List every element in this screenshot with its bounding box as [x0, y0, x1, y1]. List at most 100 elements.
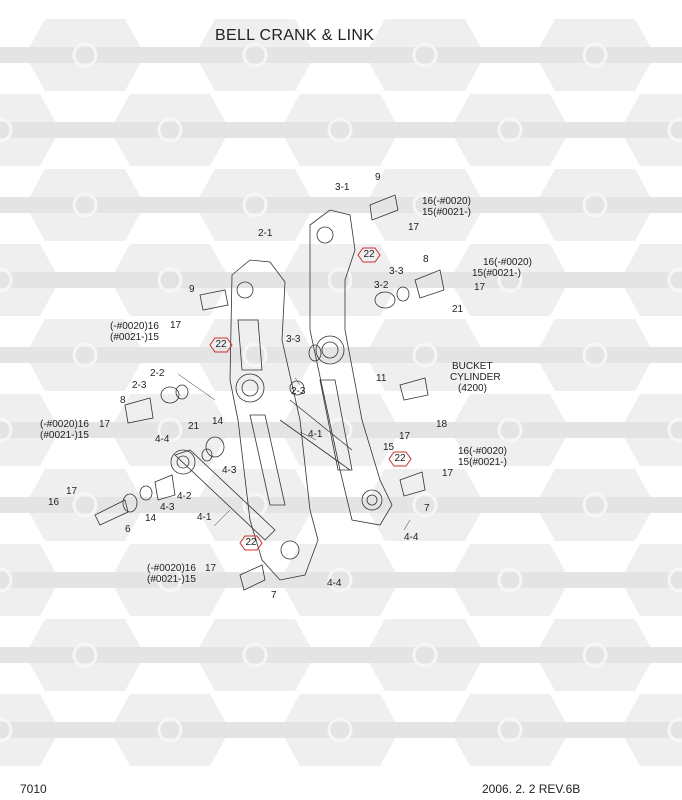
watermark-logo-bar	[0, 272, 88, 288]
callout-16: 16(-#0020)	[458, 446, 507, 457]
watermark-logo-bar	[507, 497, 682, 513]
watermark-logo-bar	[252, 572, 428, 588]
watermark-logo-bar	[252, 122, 428, 138]
callout-15: 15(#0021-)	[472, 268, 521, 279]
callout-4-4: 4-4	[404, 532, 419, 543]
callout-9: 9	[375, 172, 381, 183]
link-rod	[174, 449, 276, 541]
watermark-logo-bar	[592, 572, 682, 588]
watermark-logo-bar	[82, 722, 258, 738]
watermark-logo-bar	[0, 497, 173, 513]
watermark-tile	[0, 694, 88, 766]
watermark-logo-bar	[82, 122, 258, 138]
page-number: 7010	[20, 782, 47, 796]
watermark-logo-bar	[422, 572, 598, 588]
watermark-tile	[507, 619, 682, 691]
watermark-logo-bar	[82, 422, 258, 438]
watermark-logo-bar	[677, 47, 682, 63]
callout-4-1: 4-1	[197, 512, 212, 523]
watermark-logo-bar	[507, 647, 682, 663]
watermark-tile	[507, 469, 682, 541]
watermark-tile	[677, 347, 682, 363]
watermark-tile	[167, 469, 343, 541]
watermark-tile	[0, 19, 173, 91]
callout-4-2: 4-2	[177, 491, 192, 502]
watermark-logo-bar	[0, 572, 88, 588]
pin-8-left	[124, 397, 154, 424]
callout-11: 11	[376, 373, 387, 384]
watermark-tile	[677, 197, 682, 213]
watermark-tile	[592, 244, 682, 316]
callout-3-1: 3-1	[335, 182, 350, 193]
callout-4-4: 4-4	[327, 578, 342, 589]
callout-17: 17	[442, 468, 454, 479]
watermark-logo-bar	[507, 47, 682, 63]
bucket-cylinder-note: (4200)	[458, 383, 487, 394]
watermark-logo-bar	[82, 272, 258, 288]
watermark-tile	[337, 469, 513, 541]
watermark-logo-bar	[0, 722, 88, 738]
watermark-tile	[507, 319, 682, 391]
watermark-tile	[0, 544, 88, 616]
watermark-logo-bar	[252, 272, 428, 288]
highlighted-part-22[interactable]: 22	[209, 337, 233, 353]
callout-17: 17	[99, 419, 111, 430]
watermark-logo-bar	[167, 497, 343, 513]
watermark-logo-bar	[677, 197, 682, 213]
callout-9: 9	[189, 284, 195, 295]
watermark-tile	[422, 694, 598, 766]
part-number: 22	[215, 339, 227, 350]
watermark-logo-bar	[167, 47, 343, 63]
watermark-logo-bar	[167, 197, 343, 213]
page-title: BELL CRANK & LINK	[215, 27, 375, 44]
callout-16: 16(-#0020)	[422, 196, 471, 207]
callout-6: 6	[125, 524, 131, 535]
highlighted-part-22[interactable]: 22	[357, 247, 381, 263]
watermark-tile	[167, 619, 343, 691]
callout-3-3: 3-3	[389, 266, 404, 277]
watermark-logo-bar	[0, 197, 173, 213]
callout-16: (-#0020)16	[147, 563, 196, 574]
watermark-tile	[677, 47, 682, 63]
hexagon-marker-icon	[388, 451, 412, 467]
callout-8: 8	[120, 395, 126, 406]
callout-16: 16(-#0020)	[483, 257, 532, 268]
watermark-logo-bar	[337, 647, 513, 663]
watermark-logo-bar	[422, 122, 598, 138]
callout-4-1: 4-1	[308, 429, 323, 440]
watermark-tile	[592, 544, 682, 616]
callout-17: 17	[474, 282, 486, 293]
callout-17: 17	[170, 320, 182, 331]
callout-17: 17	[66, 486, 78, 497]
callout-7: 7	[424, 503, 430, 514]
callout-14: 14	[212, 416, 224, 427]
callout-3-3: 3-3	[286, 334, 301, 345]
bell-crank-plate-front	[229, 259, 319, 581]
watermark-logo-bar	[507, 347, 682, 363]
revision-date: 2006. 2. 2 REV.6B	[482, 782, 581, 796]
callout-7: 7	[271, 590, 277, 601]
watermark-logo-bar	[677, 347, 682, 363]
callout-3-2: 3-2	[374, 280, 389, 291]
watermark-tile	[0, 319, 173, 391]
watermark-tile	[0, 94, 88, 166]
part-number: 22	[245, 537, 257, 548]
pin-7-right	[399, 471, 426, 497]
callout-18: 18	[436, 419, 448, 430]
watermark-logo-bar	[0, 47, 173, 63]
callout-4-3: 4-3	[222, 465, 237, 476]
highlighted-part-22[interactable]: 22	[388, 451, 412, 467]
part-number: 22	[394, 453, 406, 464]
watermark-logo-bar	[337, 497, 513, 513]
watermark-tile	[337, 619, 513, 691]
watermark-tile	[82, 394, 258, 466]
callout-16: (-#0020)16	[40, 419, 89, 430]
pin-8-right	[414, 269, 445, 299]
watermark-logo-bar	[337, 47, 513, 63]
highlighted-part-22[interactable]: 22	[239, 535, 263, 551]
watermark-logo-bar	[592, 272, 682, 288]
watermark-tile	[167, 319, 343, 391]
callout-15: (#0021-)15	[40, 430, 89, 441]
